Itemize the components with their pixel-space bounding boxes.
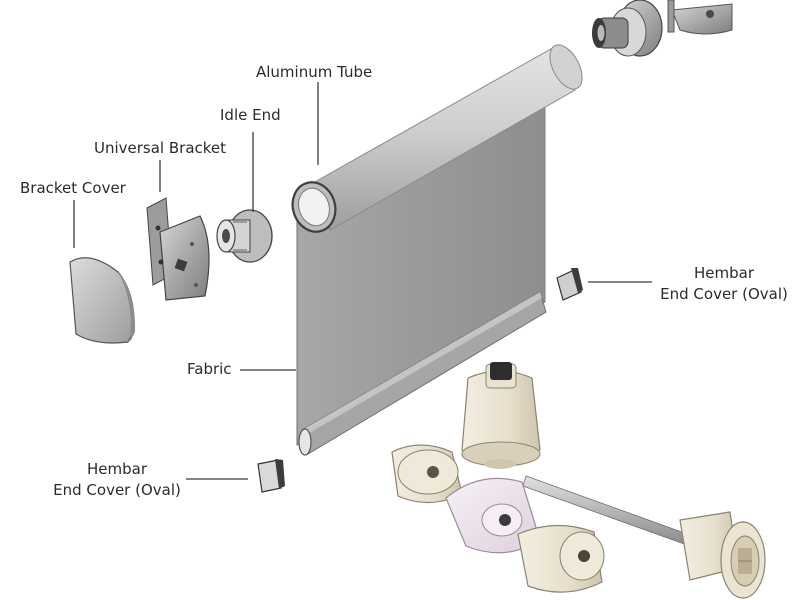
hembar-end-cover-right-part <box>557 268 583 300</box>
label-hembar-right-line1: Hembar <box>694 264 755 282</box>
idle-end-part <box>217 210 272 262</box>
label-hembar-left-line2: End Cover (Oval) <box>53 481 181 499</box>
label-idle-end: Idle End <box>220 106 281 124</box>
hembar-end-cover-left-part <box>258 459 285 492</box>
label-aluminum-tube: Aluminum Tube <box>256 63 372 81</box>
label-bracket-cover: Bracket Cover <box>20 179 127 197</box>
label-hembar-left-line1: Hembar <box>87 460 148 478</box>
tube-adapter-cream-right <box>518 525 604 592</box>
top-right-control-end <box>592 0 662 56</box>
top-right-bracket <box>668 0 732 34</box>
label-fabric: Fabric <box>187 360 232 378</box>
label-universal-bracket: Universal Bracket <box>94 139 226 157</box>
label-hembar-right-line2: End Cover (Oval) <box>660 285 788 303</box>
chain-control-unit <box>462 362 540 469</box>
bracket-cover-part <box>70 258 135 343</box>
universal-bracket-part <box>147 198 209 300</box>
spring-end-unit <box>680 512 765 598</box>
